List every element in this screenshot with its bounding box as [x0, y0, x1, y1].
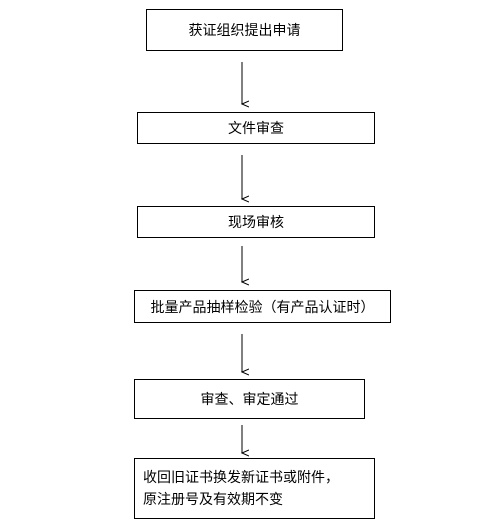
- step-apply: 获证组织提出申请: [146, 9, 343, 51]
- step-document-review-label: 文件审查: [228, 121, 284, 137]
- step-certificate-reissue-line-1: 收回旧证书换发新证书或附件，: [143, 469, 339, 486]
- step-document-review: 文件审查: [137, 112, 375, 144]
- step-batch-sampling: 批量产品抽样检验（有产品认证时）: [134, 290, 391, 323]
- step-approval-label: 审查、审定通过: [200, 392, 299, 408]
- step-certificate-reissue-line-2: 原注册号及有效期不变: [143, 491, 283, 508]
- step-approval: 审查、审定通过: [134, 379, 365, 419]
- step-apply-label: 获证组织提出申请: [188, 23, 301, 39]
- step-onsite-audit: 现场审核: [137, 206, 375, 238]
- step-batch-sampling-label: 批量产品抽样检验（有产品认证时）: [150, 299, 375, 316]
- step-certificate-reissue: 收回旧证书换发新证书或附件， 原注册号及有效期不变: [134, 458, 375, 519]
- step-onsite-audit-label: 现场审核: [228, 215, 284, 231]
